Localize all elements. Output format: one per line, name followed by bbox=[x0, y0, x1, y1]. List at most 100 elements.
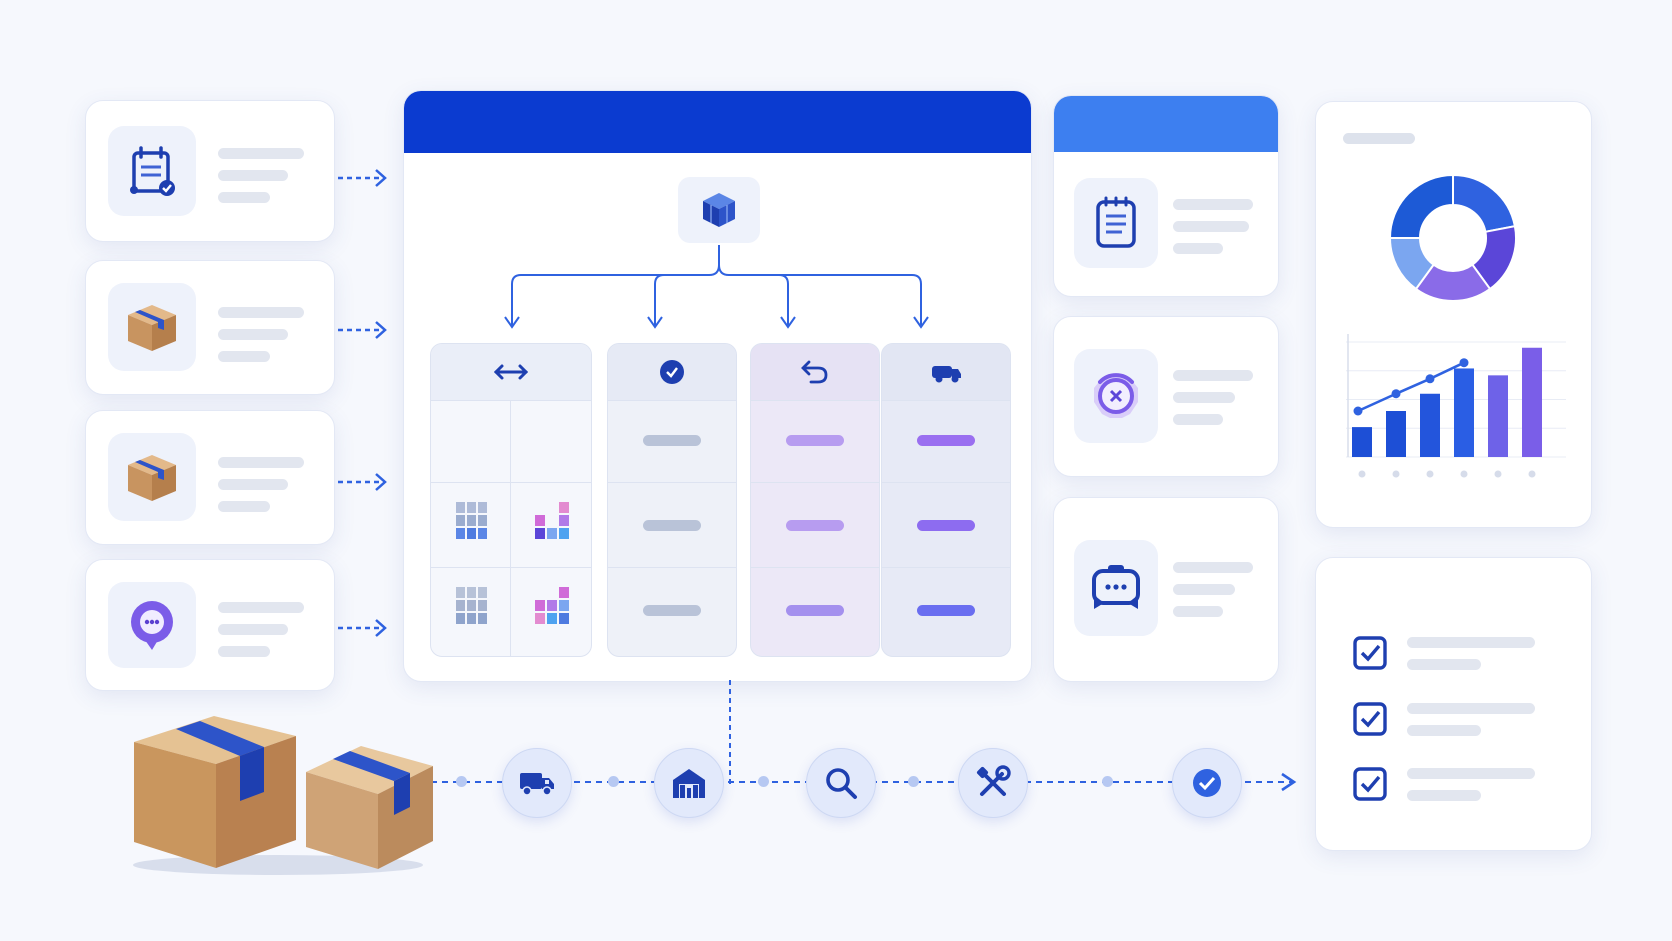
grid-tiles-icon bbox=[456, 587, 487, 624]
placeholder-line bbox=[218, 148, 304, 159]
pipeline-dot bbox=[908, 776, 919, 787]
shipping-boxes-illustration bbox=[133, 716, 433, 875]
bar bbox=[1488, 375, 1508, 457]
step-inspect[interactable] bbox=[806, 748, 876, 818]
placeholder-line bbox=[218, 646, 270, 657]
checklist-item[interactable] bbox=[1352, 766, 1562, 806]
status-pill bbox=[917, 605, 975, 616]
hub-header-bar bbox=[404, 91, 1031, 153]
pipeline-dot bbox=[456, 776, 467, 787]
donut-slice bbox=[1388, 173, 1454, 239]
donut-chart bbox=[1388, 173, 1517, 302]
placeholder-line bbox=[218, 351, 270, 362]
hub-column-transfer[interactable] bbox=[430, 343, 592, 657]
step-delivery[interactable] bbox=[502, 748, 572, 818]
column-divider bbox=[510, 400, 511, 656]
status-pill bbox=[643, 520, 701, 531]
placeholder-line bbox=[1173, 584, 1235, 595]
status-card-cancelled[interactable] bbox=[1053, 316, 1279, 477]
step-warehouse[interactable] bbox=[654, 748, 724, 818]
placeholder-line bbox=[1407, 725, 1481, 736]
checklist-item[interactable] bbox=[1352, 635, 1562, 675]
status-pill bbox=[917, 435, 975, 446]
search-icon bbox=[826, 768, 857, 799]
status-pill bbox=[786, 605, 844, 616]
input-card-schedule[interactable] bbox=[85, 100, 335, 242]
bar bbox=[1454, 368, 1474, 457]
bar-chart bbox=[1346, 334, 1566, 478]
calendar-checklist-icon bbox=[108, 126, 196, 216]
hub-window bbox=[403, 90, 1032, 682]
placeholder-line bbox=[218, 457, 304, 468]
placeholder-line bbox=[1173, 370, 1253, 381]
trend-point bbox=[1391, 389, 1401, 399]
bar bbox=[1522, 347, 1542, 457]
placeholder-line bbox=[1407, 659, 1481, 670]
double-arrow-icon bbox=[493, 364, 529, 380]
x-tick-dot bbox=[1494, 470, 1502, 478]
status-card-support[interactable] bbox=[1053, 497, 1279, 682]
panel-title-placeholder bbox=[1343, 133, 1415, 144]
placeholder-line bbox=[1173, 606, 1223, 617]
placeholder-line bbox=[1173, 221, 1249, 232]
cube-icon[interactable] bbox=[678, 177, 760, 243]
status-pill bbox=[786, 520, 844, 531]
blocks-chart-icon bbox=[535, 587, 569, 624]
step-repair[interactable] bbox=[958, 748, 1028, 818]
input-card-messages[interactable] bbox=[85, 559, 335, 691]
hub-column-returns[interactable] bbox=[750, 343, 880, 657]
x-tick-dot bbox=[1426, 470, 1434, 478]
hub-column-approved[interactable] bbox=[607, 343, 737, 657]
placeholder-line bbox=[218, 329, 288, 340]
package-box-icon bbox=[108, 283, 196, 371]
placeholder-line bbox=[1173, 562, 1253, 573]
hub-column-shipping[interactable] bbox=[881, 343, 1011, 657]
placeholder-line bbox=[1173, 392, 1235, 403]
step-complete[interactable] bbox=[1172, 748, 1242, 818]
chat-bubble-icon bbox=[108, 582, 196, 668]
row-divider bbox=[608, 567, 736, 568]
status-card-document[interactable] bbox=[1053, 95, 1279, 297]
row-divider bbox=[751, 567, 879, 568]
column-header bbox=[751, 344, 879, 401]
placeholder-line bbox=[1407, 790, 1481, 801]
checkbox-checked-icon[interactable] bbox=[1352, 766, 1388, 802]
row-divider bbox=[751, 482, 879, 483]
x-tick-dot bbox=[1528, 470, 1536, 478]
checklist-item[interactable] bbox=[1352, 701, 1562, 741]
truck-icon bbox=[932, 366, 961, 383]
placeholder-line bbox=[1407, 637, 1535, 648]
donut-slice bbox=[1452, 173, 1517, 233]
input-card-package[interactable] bbox=[85, 260, 335, 395]
blocks-chart-icon bbox=[535, 502, 569, 539]
package-box-icon bbox=[108, 433, 196, 521]
column-header bbox=[882, 344, 1010, 401]
card-header-bar bbox=[1054, 96, 1278, 152]
placeholder-line bbox=[218, 307, 304, 318]
checkbox-checked-icon[interactable] bbox=[1352, 635, 1388, 671]
bar bbox=[1420, 393, 1440, 457]
row-divider bbox=[608, 482, 736, 483]
pipeline-dot bbox=[608, 776, 619, 787]
placeholder-line bbox=[1173, 414, 1223, 425]
tools-icon bbox=[976, 765, 1011, 796]
bar bbox=[1352, 427, 1372, 457]
trend-point bbox=[1425, 374, 1435, 384]
column-header bbox=[431, 344, 591, 401]
x-tick-dot bbox=[1392, 470, 1400, 478]
column-header bbox=[608, 344, 736, 401]
pipeline-dot bbox=[758, 776, 769, 787]
checkbox-checked-icon[interactable] bbox=[1352, 701, 1388, 737]
placeholder-line bbox=[218, 170, 288, 181]
input-arrows bbox=[338, 169, 387, 637]
analytics-panel bbox=[1315, 101, 1592, 528]
input-card-package-2[interactable] bbox=[85, 410, 335, 545]
checklist-panel bbox=[1315, 557, 1592, 851]
check-circle-icon bbox=[660, 360, 684, 384]
row-divider bbox=[431, 567, 591, 568]
warehouse-icon bbox=[673, 769, 705, 798]
row-divider bbox=[882, 567, 1010, 568]
placeholder-line bbox=[1173, 243, 1223, 254]
check-icon bbox=[1193, 769, 1221, 797]
placeholder-line bbox=[218, 501, 270, 512]
